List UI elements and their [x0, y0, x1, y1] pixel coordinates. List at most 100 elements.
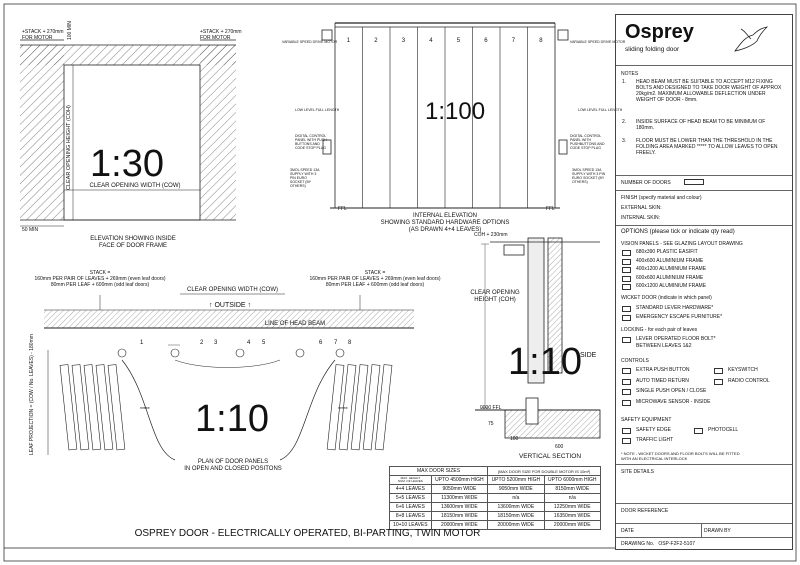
- controls-heading: CONTROLS: [621, 358, 649, 364]
- number-of-doors-label: NUMBER OF DOORS: [621, 180, 671, 186]
- safety-option-checkbox[interactable]: [622, 428, 631, 434]
- control-option-label: EXTRA PUSH BUTTON: [636, 367, 690, 373]
- drawing-title: OSPREY DOOR - ELECTRICALLY OPERATED, BI-…: [134, 528, 481, 539]
- control-option-checkbox[interactable]: [622, 389, 631, 395]
- control-option-label: MICROWAVE SENSOR - INSIDE: [636, 398, 711, 405]
- safety-option-label: SAFETY EDGE: [636, 427, 671, 433]
- label-right-motor: VARIABLE SPEED DRIVE MOTOR: [570, 40, 626, 44]
- note-number: 1.: [622, 79, 627, 85]
- vision-option-checkbox[interactable]: [622, 258, 631, 265]
- bird-logo-icon: [734, 26, 769, 52]
- note-number: 2.: [622, 119, 627, 125]
- pivot-hinge: [235, 348, 245, 358]
- vision-option-label: 400x1200 ALUMINIUM FRAME: [636, 266, 707, 272]
- table-cell: 16350mm WIDE: [543, 511, 602, 521]
- control-option-checkbox[interactable]: [622, 378, 631, 385]
- control-option-label: AUTO TIMED RETURN: [636, 377, 689, 384]
- section-caption: VERTICAL SECTION: [518, 453, 582, 460]
- col-header: UPTO 5200mm HIGH: [487, 475, 545, 485]
- site-details-label: SITE DETAILS: [621, 469, 654, 475]
- label-left-low-level: LOW LEVEL FULL LENGTH: [295, 108, 340, 112]
- wicket-option-checkbox[interactable]: [622, 306, 631, 312]
- plan-leaf-number: 1: [140, 340, 144, 346]
- coh-230-label: COH + 230mm: [474, 232, 508, 238]
- vision-option-checkbox[interactable]: [622, 275, 631, 282]
- note-item: 3.FLOOR MUST BE LOWER THAN THE THRESHOLD…: [622, 138, 782, 156]
- pivot-hinge: [117, 348, 127, 358]
- dim-50-min: 50 MIN: [22, 227, 39, 233]
- vision-option-label: 400x600 ALUMINIUM FRAME: [636, 257, 704, 264]
- dim-100-min: 100 MIN: [67, 21, 73, 40]
- folded-leaf: [59, 364, 78, 451]
- dim-100: 100: [510, 436, 519, 442]
- plan-leaf-number: 5: [262, 340, 266, 346]
- vision-option-checkbox[interactable]: [622, 267, 631, 273]
- control-option-checkbox[interactable]: [714, 378, 723, 385]
- plan-leaf-number: 2: [200, 340, 204, 346]
- locking-item-1: LEVER OPERATED FLOOR BOLT*: [636, 336, 716, 342]
- note-text: INSIDE SURFACE OF HEAD BEAM TO BE MINIMU…: [636, 119, 766, 131]
- folded-leaf: [83, 364, 102, 451]
- wicket-option-checkbox[interactable]: [622, 315, 631, 321]
- outside-label: ↑ OUTSIDE ↑: [208, 302, 252, 309]
- table-cell: 9050mm WIDE: [430, 484, 489, 494]
- control-option-checkbox[interactable]: [714, 368, 723, 374]
- table-cell: 20000mm WIDE: [543, 520, 602, 530]
- label-left-motor: VARIABLE SPEED DRIVE MOTOR: [282, 40, 338, 44]
- note-item: 1.HEAD BEAM MUST BE SUITABLE TO ACCEPT M…: [622, 79, 782, 103]
- plan-leaf-number: 7: [334, 340, 338, 346]
- number-of-doors-box[interactable]: [684, 179, 704, 185]
- divider: [616, 537, 792, 538]
- folded-leaf: [350, 364, 369, 451]
- safety-option-checkbox[interactable]: [694, 428, 703, 434]
- control-option-checkbox[interactable]: [622, 368, 631, 374]
- vision-option-checkbox[interactable]: [622, 284, 631, 290]
- ffl-left: FFL: [338, 206, 347, 212]
- leaf-number: 6: [484, 38, 488, 44]
- divider: [616, 225, 792, 226]
- plan-leaf-number: 8: [348, 340, 352, 346]
- label-right-supply: 3MOL SPEED 13A SUPPLY WITH 3 PIN EURO SO…: [572, 168, 606, 185]
- safety-option-label: PHOTOCELL: [708, 427, 739, 433]
- table-cell: 12250mm WIDE: [543, 502, 602, 512]
- divider: [616, 523, 792, 524]
- col-header: UPTO 4500mm HIGH: [430, 475, 489, 485]
- max-door-sizes-table: MAX DOOR SIZES (MAX DOOR SIZE FOR DOUBLE…: [388, 466, 602, 530]
- pivot-hinge: [295, 348, 305, 358]
- wicket-option-label: EMERGENCY ESCAPE FURNITURE*: [636, 314, 723, 320]
- fold-area-left: *****: [140, 407, 150, 413]
- safety-option-checkbox[interactable]: [622, 438, 631, 444]
- plan-leaf-number: 6: [319, 340, 323, 346]
- table-title-row: MAX DOOR SIZES (MAX DOOR SIZE FOR DOUBLE…: [388, 466, 601, 476]
- plan-leaf-number: 4: [247, 340, 251, 346]
- row-leaves: 4+4 LEAVES: [389, 484, 432, 494]
- vision-option-checkbox[interactable]: [622, 250, 631, 256]
- dim-600: 600: [555, 444, 564, 450]
- section-scale: 1:10: [508, 341, 582, 383]
- folded-leaf: [107, 364, 126, 451]
- control-option-label: RADIO CONTROL: [728, 377, 770, 384]
- leaf-number: 2: [374, 38, 378, 44]
- col-header: UPTO 6000mm HIGH: [543, 475, 602, 485]
- ffl-right: FFL: [546, 206, 555, 212]
- divider: [701, 523, 702, 537]
- folded-leaf: [326, 364, 345, 451]
- locking-checkbox[interactable]: [622, 337, 631, 343]
- drawing-number: DRAWING No. OSP-F2F2-5107: [621, 541, 696, 547]
- table-cell: 18150mm WIDE: [430, 511, 489, 521]
- label-left-supply: 3MOL SPEED 13A SUPPLY WITH 3 PIN EURO SO…: [290, 168, 320, 189]
- safety-option-label: TRAFFIC LIGHT: [636, 437, 674, 443]
- leaf-number: 7: [511, 38, 516, 44]
- note-item: 2. INSIDE SURFACE OF HEAD BEAM TO BE MINI…: [622, 119, 782, 131]
- control-option-checkbox[interactable]: [622, 399, 631, 406]
- footnote-1: * NOTE - WICKET DOORS AND FLOOR BOLTS WI…: [621, 451, 740, 456]
